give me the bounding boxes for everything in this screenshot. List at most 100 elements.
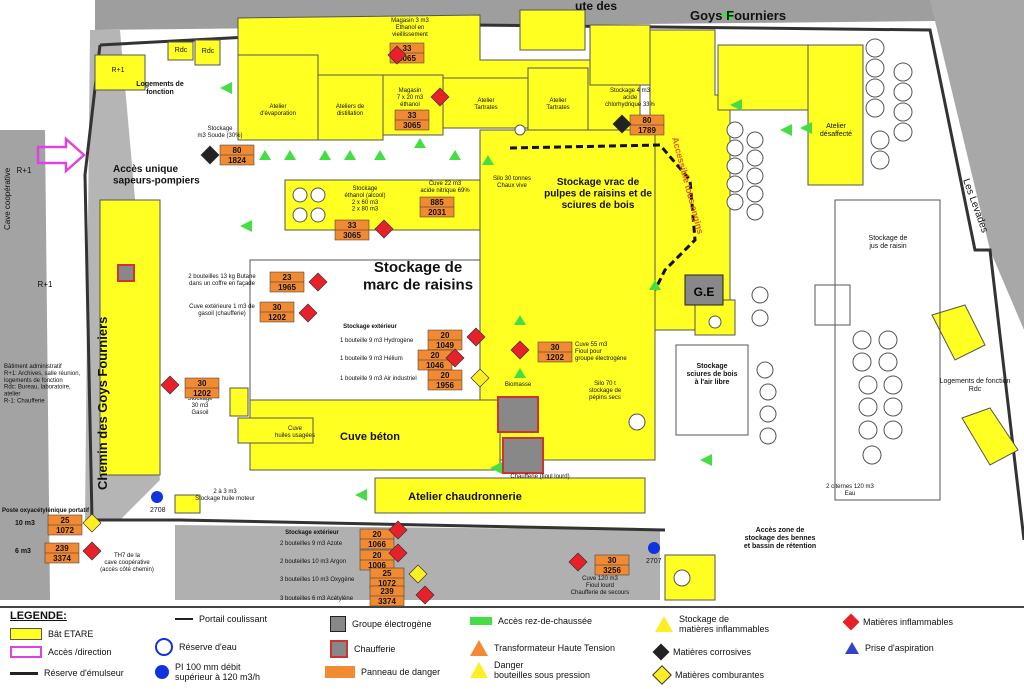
legend-item-comburantes: Matières comburantes (652, 665, 765, 685)
legend-label-emulseur: Réserve d'émulseur (44, 668, 124, 678)
danger-code-text: 3256 (603, 566, 621, 575)
building-north-east2 (589, 24, 651, 86)
cave-label: Cave coopérative (3, 167, 12, 230)
street-left: Chemin des Goys Fourniers (95, 317, 110, 490)
building-log-rdc (931, 304, 986, 361)
hazard-diamond-11 (510, 340, 530, 360)
legend-item-acces: Accès /direction (10, 646, 112, 658)
building-huile-moteur (174, 494, 201, 514)
danger-code-text: 25 (61, 516, 70, 525)
hazard-diamond-16 (408, 564, 428, 584)
hazard-diamond-9 (470, 368, 490, 388)
gate-icon (175, 618, 193, 620)
danger-code-text: 1202 (268, 313, 286, 322)
legend-item-stock-infl: Stockage de matières inflammables (655, 614, 769, 634)
building-gasoil (229, 387, 249, 417)
label-cuve_beton: Cuve béton (340, 431, 400, 443)
legend-label-groupe: Groupe électrogène (352, 619, 432, 629)
generator-label: G.E (694, 285, 715, 299)
building-cuve-huiles (237, 417, 314, 444)
legend-label-rdc: Accès rez-de-chaussée (498, 616, 593, 626)
danger-code-text: 80 (643, 116, 652, 125)
danger-code-text: 3065 (403, 121, 421, 130)
danger-code-text: 25 (383, 569, 392, 578)
danger-code-text: 80 (233, 146, 242, 155)
danger-code-text: 20 (441, 371, 450, 380)
legend-label-comburantes: Matières comburantes (675, 670, 765, 680)
generator-icon (330, 616, 346, 632)
danger-code-text: 239 (55, 544, 69, 553)
suction-intake-icon (845, 642, 859, 654)
green-arrow-icon (470, 617, 492, 625)
building-atelier-evap (237, 54, 319, 141)
label-buildings-rc1: Rdc (175, 47, 188, 54)
building-admin (99, 199, 161, 476)
danger-plate-icon (325, 666, 355, 678)
label-buildings-rc2: Rdc (202, 48, 215, 55)
hydrant-2707 (648, 542, 660, 554)
label-buildings-poste_oxy: Poste oxyacétylénique portatif (2, 508, 90, 514)
danger-code-text: 30 (198, 379, 207, 388)
hazard-diamond-10 (160, 375, 180, 395)
danger-code-text: 3374 (53, 554, 71, 563)
label-annotations-b_argon: 2 bouteilles 10 m3 Argon (280, 559, 346, 565)
corrosive-icon (652, 643, 670, 661)
label-buildings-m10: 10 m3 (15, 520, 35, 527)
biomass-boiler-1 (497, 396, 539, 433)
hazard-diamond-6 (298, 303, 318, 323)
street-top: Goys Fourniers (690, 8, 786, 23)
legend-item-emulseur: Réserve d'émulseur (10, 668, 124, 678)
legend-label-corrosives: Matières corrosives (673, 647, 752, 657)
street-top-partial: ute des (575, 0, 617, 13)
hazard-diamond-12 (82, 513, 102, 533)
building-atelier-dist (317, 74, 384, 141)
hazard-diamond-18 (568, 552, 588, 572)
legend-item-groupe: Groupe électrogène (330, 616, 432, 632)
danger-code-text: 20 (373, 551, 382, 560)
hazard-diamond-3 (612, 114, 632, 134)
label-annotations-b_h2: 1 bouteille 9 m3 Hydrogène (340, 338, 414, 344)
gas-cylinder-icon (470, 662, 488, 678)
danger-code-text: 3065 (398, 54, 416, 63)
building-north-east (519, 9, 586, 51)
legend-label-chaufferie: Chaufferie (354, 644, 396, 654)
hazard-diamond-2 (200, 145, 220, 165)
building-swatch (10, 628, 42, 640)
hazard-diamond-7 (466, 327, 486, 347)
label-annotations-b_oxy: 3 bouteilles 10 m3 Oxygène (280, 577, 355, 583)
danger-code-text: 1006 (368, 561, 386, 570)
engine-access-route (509, 143, 697, 291)
legend-item-chaufferie: Chaufferie (330, 640, 395, 658)
legend-item-pi: PI 100 mm débit supérieur à 120 m3/h (155, 662, 260, 682)
danger-code-text: 1049 (436, 341, 454, 350)
danger-code-text: 1072 (378, 579, 396, 588)
hydrant-label-2708: 2708 (150, 507, 166, 514)
legend-label-portail: Portail coulissant (199, 614, 268, 624)
danger-code-text: 2031 (428, 208, 446, 217)
chaufferie-admin (117, 264, 135, 282)
hazard-diamond-13 (82, 541, 102, 561)
label-buildings-r1a: R+1 (111, 67, 124, 74)
legend-label-acces: Accès /direction (48, 647, 112, 657)
